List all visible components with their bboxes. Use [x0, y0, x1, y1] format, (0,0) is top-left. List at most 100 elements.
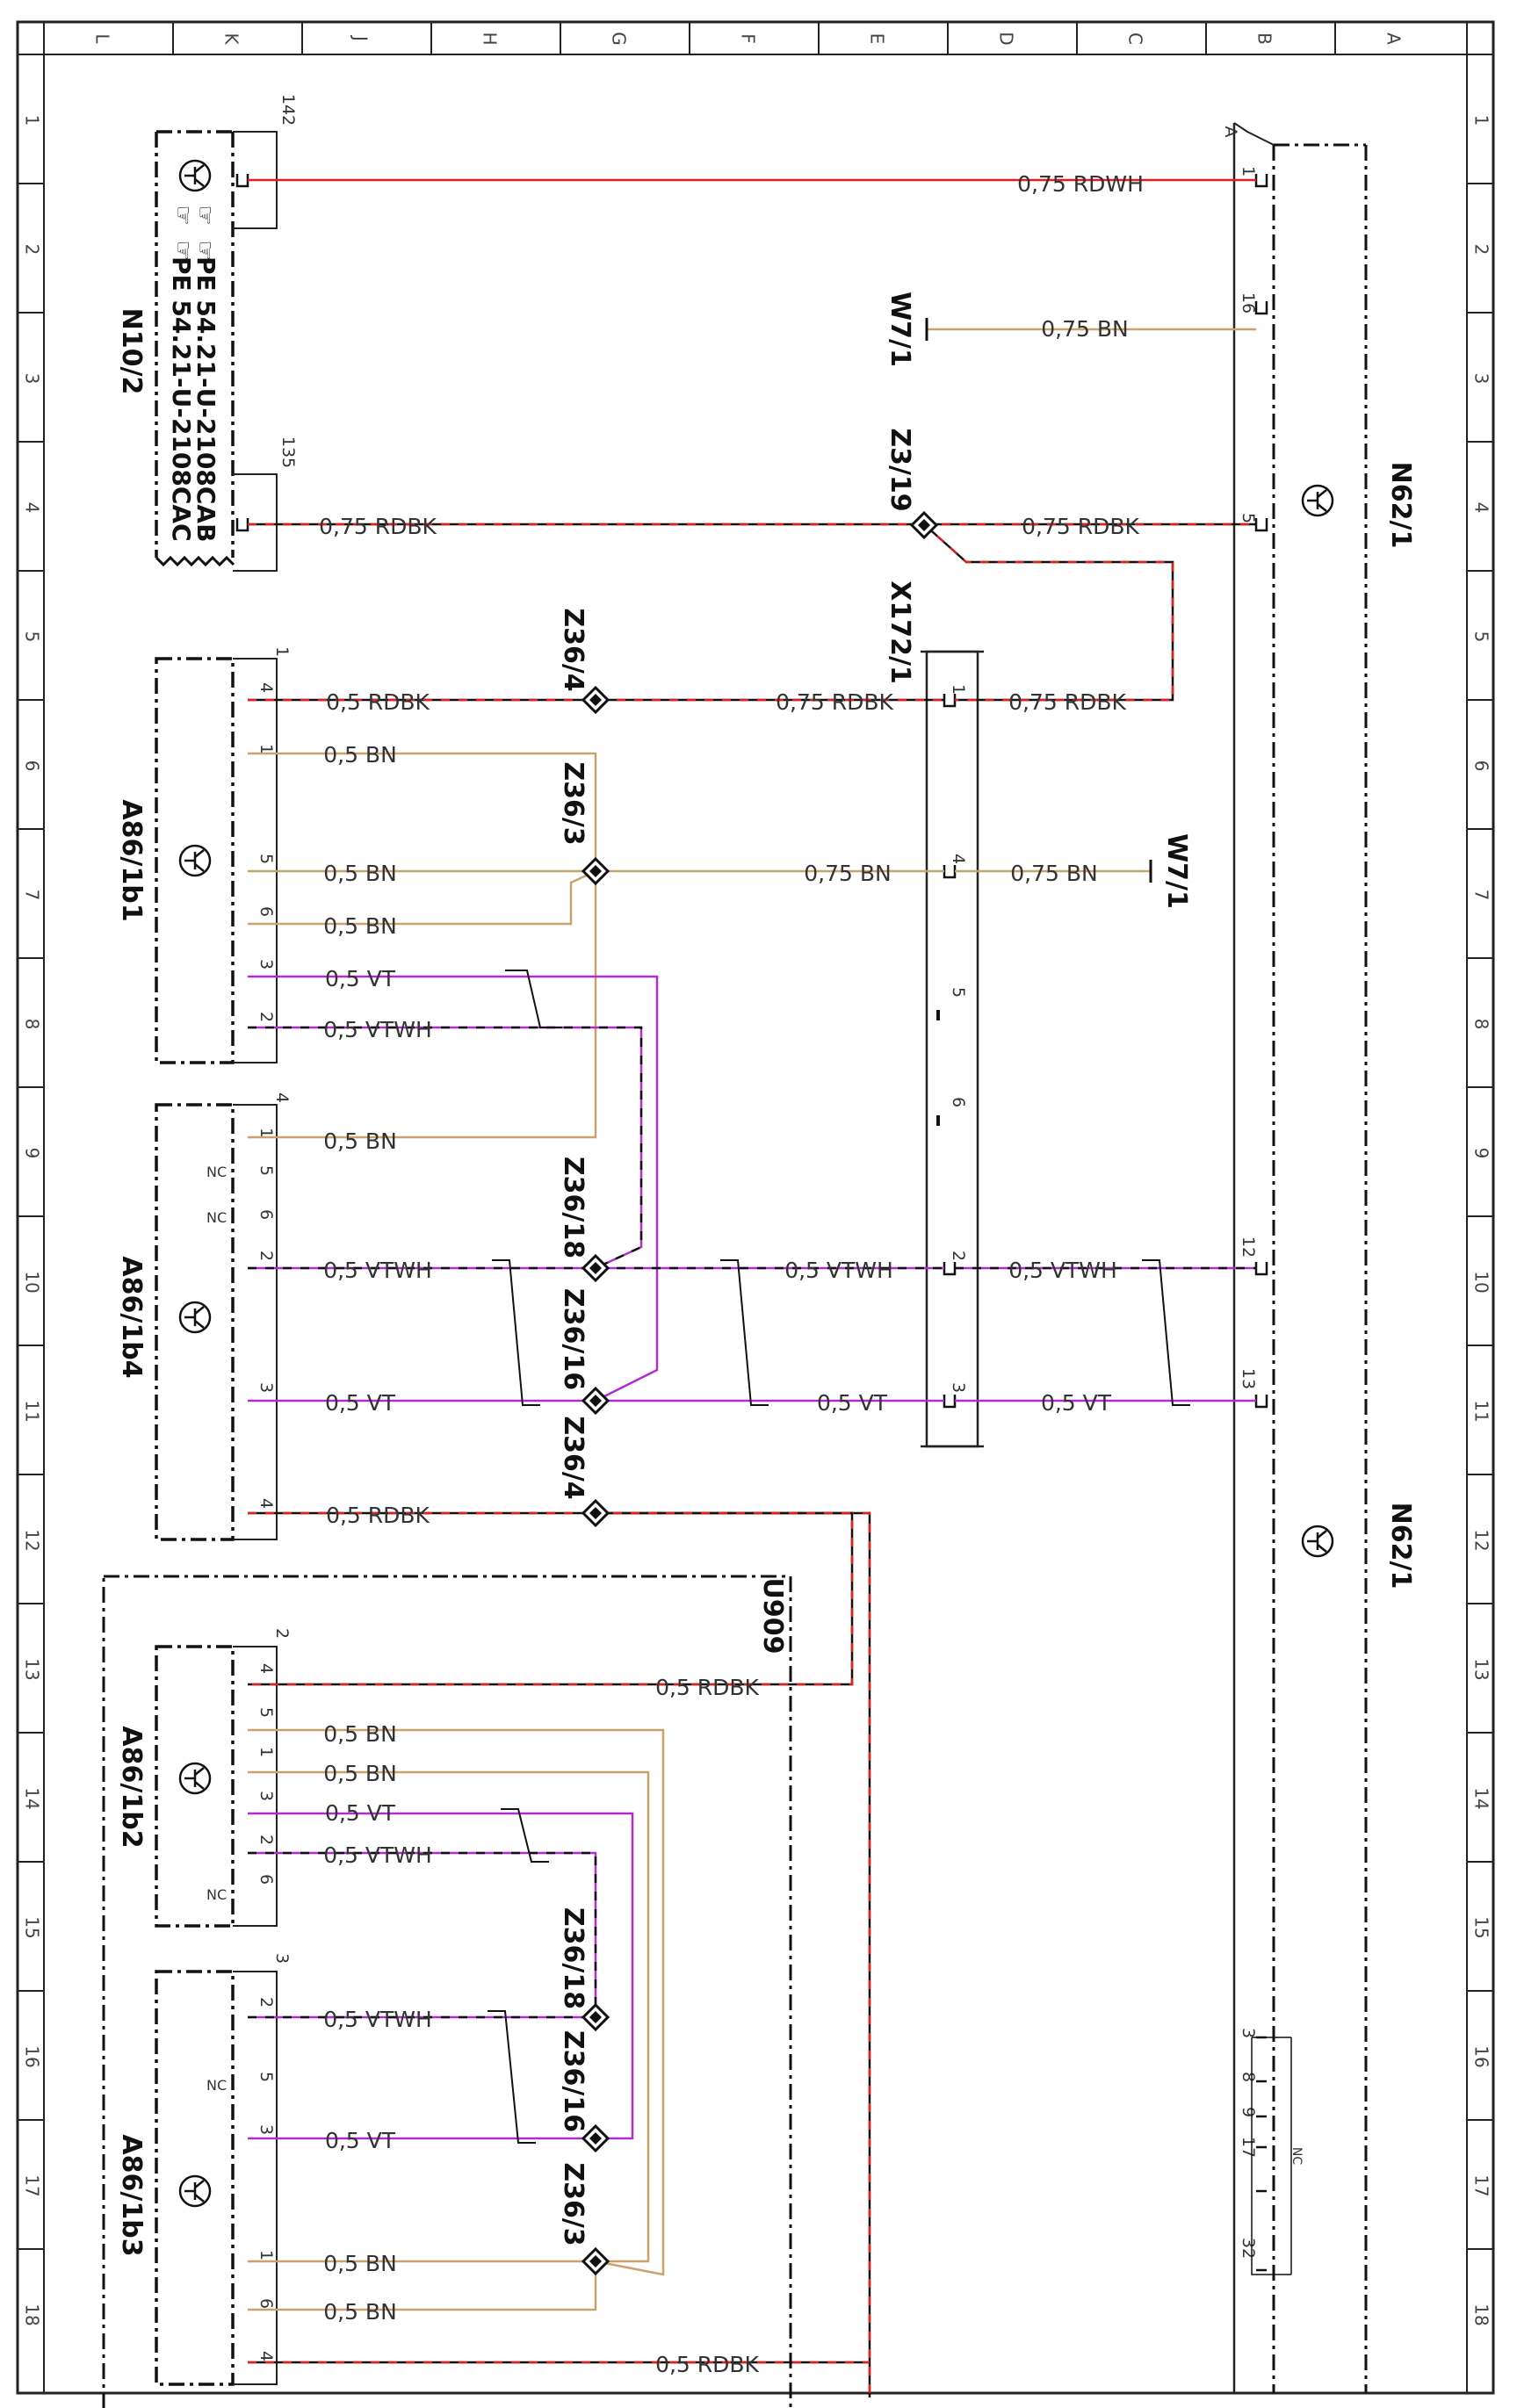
wire-label-b4-rdbk: 0,5 RDBK — [326, 1503, 430, 1528]
wire-label-b3-vt: 0,5 VT — [325, 2128, 396, 2153]
row-label-right-11: 11 — [1471, 1400, 1492, 1422]
row-label-left-7: 7 — [22, 890, 43, 901]
n10-2-pe-label-1: PE 54.21-U-2108CAB — [191, 256, 220, 542]
row-label-left-6: 6 — [22, 761, 43, 772]
b1-pin-6: 6 — [256, 906, 276, 917]
col-label-a: A — [1383, 32, 1405, 45]
row-label-right-12: 12 — [1471, 1529, 1492, 1551]
hand-icon-4: ☞ — [170, 240, 196, 260]
n62-1-unit: A N62/1 N62/1 1 16 5 12 13 3 8 9 17 — [1221, 122, 1416, 2393]
b1-pin-3: 3 — [256, 959, 276, 970]
b2-nc: NC — [206, 1886, 227, 1903]
wire-b3-bn6 — [248, 2261, 597, 2311]
row-dividers — [18, 183, 1493, 2250]
a86-1b2-ref: 2 — [272, 1628, 292, 1639]
row-label-right-9: 9 — [1471, 1148, 1492, 1159]
a86-1b4-sensor: 4 A86/1b4 1 5 6 2 3 4 NC NC — [116, 1092, 292, 1541]
z36-3-bot-label: Z36/3 — [558, 2162, 589, 2246]
z36-4-mid-label: Z36/4 — [558, 1416, 589, 1499]
row-label-right-6: 6 — [1471, 761, 1492, 772]
row-label-left-2: 2 — [22, 244, 43, 256]
col-label-b: B — [1254, 32, 1275, 45]
row-label-left-8: 8 — [22, 1019, 43, 1030]
b1-pin-4: 4 — [256, 682, 276, 693]
n62-1-label-bottom: N62/1 — [1385, 1503, 1416, 1590]
twisted-pair-marks — [488, 970, 1190, 2144]
n62-1-label-top: N62/1 — [1385, 462, 1416, 549]
b3-pin-1: 1 — [256, 2250, 276, 2260]
b1-pin-5: 5 — [256, 854, 276, 864]
row-label-right-5: 5 — [1471, 631, 1492, 643]
b2-pin-3: 3 — [256, 1791, 276, 1801]
a86-1b4-label: A86/1b4 — [116, 1256, 147, 1378]
x172-pin-1: 1 — [949, 684, 968, 695]
n62-pin-16: 16 — [1239, 292, 1258, 314]
col-label-d: D — [996, 32, 1017, 45]
b1-pin-2: 2 — [256, 1012, 276, 1022]
b4-pin-4: 4 — [256, 1498, 276, 1509]
wire-label-x172-vtwh-in: 0,5 VTWH — [784, 1258, 893, 1283]
x172-pin-6: 6 — [949, 1097, 968, 1107]
wire-b2-vt — [248, 1812, 634, 2140]
b2-pin-6: 6 — [256, 1874, 276, 1885]
row-label-right-3: 3 — [1471, 373, 1492, 385]
row-label-left-3: 3 — [22, 373, 43, 385]
n62-pin-8: 8 — [1239, 2072, 1258, 2082]
row-label-left-14: 14 — [22, 1787, 43, 1809]
wire-label-b2-rdbk: 0,5 RDBK — [655, 1675, 759, 1700]
splice-z36-4-mid — [582, 1499, 610, 1527]
col-label-h: H — [480, 32, 501, 45]
u909-enclosure: U909 — [102, 1575, 792, 2408]
x172-1-connector: X172/1 1 4 5 6 2 3 — [885, 580, 984, 1448]
wire-b2-vtwh — [248, 1851, 597, 2017]
n62-1-pins: 1 16 5 12 13 3 8 9 17 32 NC — [1239, 166, 1304, 2275]
wire-b1-vtwh-stripe — [248, 1026, 643, 1270]
col-label-l: L — [92, 33, 113, 44]
row-label-left-9: 9 — [22, 1148, 43, 1159]
row-labels: 1 2 3 4 5 6 7 8 9 10 11 12 13 14 15 16 1… — [22, 115, 1492, 2326]
wire-label-b4-vtwh: 0,5 VTWH — [323, 1258, 432, 1283]
wire-label-b1-rdbk: 0,5 RDBK — [326, 689, 430, 715]
n62-pin-9: 9 — [1239, 2107, 1258, 2117]
b2-pin-5: 5 — [256, 1707, 276, 1718]
z36-4-top-label: Z36/4 — [558, 608, 589, 691]
b1-pin-1: 1 — [256, 744, 276, 754]
wire-label-b1-bn1: 0,5 BN — [323, 742, 397, 768]
wire-label-b2-vt: 0,5 VT — [325, 1800, 396, 1826]
b3-nc: NC — [206, 2077, 227, 2094]
b4-pin-2: 2 — [256, 1251, 276, 1261]
col-label-k: K — [221, 32, 242, 45]
z36-16-top-label: Z36/16 — [558, 1288, 589, 1390]
n10-2-ref-135: 135 — [278, 436, 298, 468]
col-label-c: C — [1125, 32, 1146, 45]
b4-nc-5: NC — [206, 1164, 227, 1180]
row-label-right-2: 2 — [1471, 244, 1492, 256]
splice-labels: Z3/19 Z36/4 Z36/3 Z36/18 Z36/16 Z36/4 Z3… — [558, 292, 1192, 2246]
row-label-left-15: 15 — [22, 1916, 43, 1938]
wire-label-x172-bn-in: 0,75 BN — [804, 861, 891, 886]
n62-1-ref-label: A — [1221, 126, 1240, 138]
a86-1b1-sensor: 1 A86/1b1 4 1 5 6 3 2 — [116, 646, 292, 1064]
wire-b1-bn1 — [248, 752, 597, 1139]
row-label-right-7: 7 — [1471, 890, 1492, 901]
row-label-right-16: 16 — [1471, 2045, 1492, 2067]
row-label-left-13: 13 — [22, 1658, 43, 1680]
n10-2-module: 142 135 ☞ ☞ ☞ ☞ PE 54.21-U-2108CAB PE 54… — [116, 94, 298, 572]
wire-label-x172-rdbk-out: 0,75 RDBK — [1008, 689, 1126, 715]
row-label-left-18: 18 — [22, 2303, 43, 2325]
wire-label-b2-vtwh: 0,5 VTWH — [323, 1842, 432, 1868]
n10-2-pe-label-2: PE 54.21-U-2108CAC — [167, 256, 196, 542]
w7-1-mid-label: W7/1 — [1161, 833, 1192, 909]
wire-z3-to-x172-stripe — [923, 523, 1174, 702]
x172-1-label: X172/1 — [885, 580, 915, 684]
col-label-f: F — [738, 33, 759, 44]
ground-marks — [925, 318, 1152, 883]
wire-labels: 0,75 RDWH 0,75 BN 0,75 RDBK 0,75 RDBK 0,… — [319, 171, 1144, 2377]
n62-pin-3: 3 — [1239, 2028, 1258, 2038]
wire-label-w7-bn: 0,75 BN — [1041, 316, 1128, 342]
wire-label-b1-vt: 0,5 VT — [325, 966, 396, 991]
splice-z36-18-top — [582, 1254, 610, 1282]
row-label-right-14: 14 — [1471, 1787, 1492, 1809]
wire-b1-bn6 — [248, 869, 596, 926]
wire-label-b1-bn5: 0,5 BN — [323, 861, 397, 886]
